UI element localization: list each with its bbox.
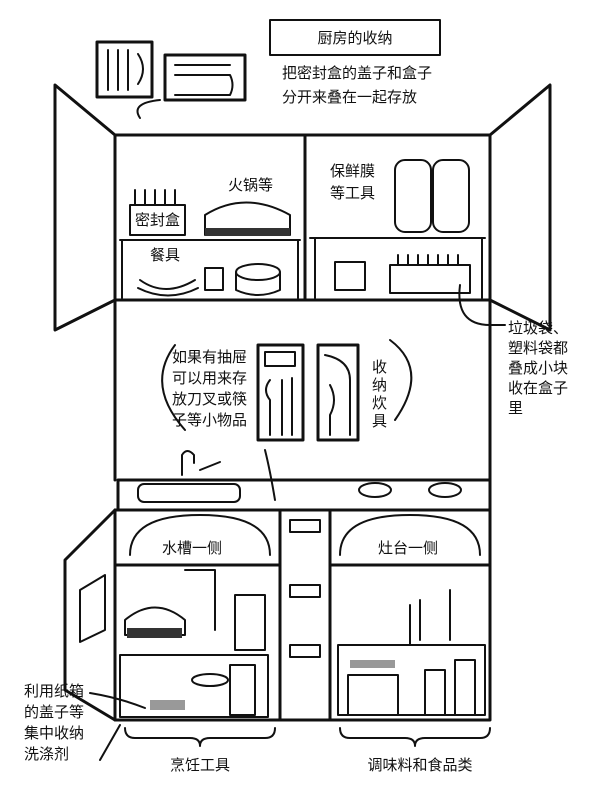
detergent-note-line: 洗涤剂 bbox=[24, 745, 69, 763]
drawer-note: 如果有抽屉 可以用来存 放刀叉或筷 子等小物品 bbox=[172, 348, 247, 429]
lower-cabinet bbox=[63, 508, 492, 722]
drawer-organizers-drawing bbox=[256, 343, 360, 501]
bags-note-line: 收在盒子 bbox=[508, 379, 568, 397]
hotpot-label: 火锅等 bbox=[228, 176, 273, 194]
title: 厨房的收纳 bbox=[317, 29, 392, 47]
sink-side-label: 水槽一侧 bbox=[162, 539, 222, 557]
containers-label: 密封盒 bbox=[135, 211, 180, 229]
upper-cabinet bbox=[53, 83, 552, 332]
bottom-braces bbox=[124, 727, 491, 747]
burner bbox=[428, 482, 462, 498]
utensils-note-char: 纳 bbox=[372, 376, 387, 394]
lids-note-line-2: 分开来叠在一起存放 bbox=[282, 88, 417, 106]
speech-bubble bbox=[161, 339, 413, 431]
cookware-label: 烹饪工具 bbox=[170, 756, 230, 774]
lids-note-line-1: 把密封盒的盖子和盒子 bbox=[282, 64, 432, 82]
bags-note-line: 叠成小块 bbox=[508, 359, 568, 377]
utensils-note-char: 具 bbox=[372, 412, 387, 430]
drawer-note-line: 放刀叉或筷 bbox=[172, 390, 247, 408]
left-upper-door bbox=[53, 83, 117, 332]
counter bbox=[116, 450, 492, 512]
bags-note-line: 垃圾袋、 bbox=[508, 319, 568, 337]
wrap-label-line-2: 等工具 bbox=[330, 184, 375, 202]
detergent-note: 利用纸箱 的盖子等 集中收纳 洗涤剂 bbox=[24, 682, 84, 763]
drawer-note-line: 子等小物品 bbox=[172, 411, 247, 429]
faucet bbox=[181, 450, 221, 476]
utensils-note: 收 纳 炊 具 bbox=[372, 358, 387, 430]
detergent-note-line: 利用纸箱 bbox=[24, 682, 84, 700]
bags-note: 垃圾袋、 塑料袋都 叠成小块 收在盒子 里 bbox=[508, 319, 568, 417]
drawer-note-line: 如果有抽屉 bbox=[172, 348, 247, 366]
burner bbox=[358, 482, 392, 498]
bags-note-line: 塑料袋都 bbox=[508, 339, 568, 357]
stove-side-label: 灶台一侧 bbox=[378, 539, 438, 557]
pointer-line bbox=[89, 692, 146, 761]
detergent-note-line: 集中收纳 bbox=[24, 724, 84, 742]
lids-and-containers-drawing bbox=[95, 40, 247, 119]
detergent-note-line: 的盖子等 bbox=[24, 703, 84, 721]
drawer-note-line: 可以用来存 bbox=[172, 369, 247, 387]
bags-note-line: 里 bbox=[508, 399, 523, 417]
utensils-note-char: 炊 bbox=[372, 394, 387, 412]
wrap-label-line-1: 保鲜膜 bbox=[330, 162, 375, 180]
title-box: 厨房的收纳 bbox=[269, 19, 441, 56]
right-upper-door bbox=[488, 83, 552, 332]
utensils-note-char: 收 bbox=[372, 358, 387, 376]
tableware-label: 餐具 bbox=[150, 246, 180, 264]
left-lower-door bbox=[63, 508, 117, 722]
seasonings-label: 调味料和食品类 bbox=[367, 756, 472, 774]
sink bbox=[137, 483, 241, 503]
